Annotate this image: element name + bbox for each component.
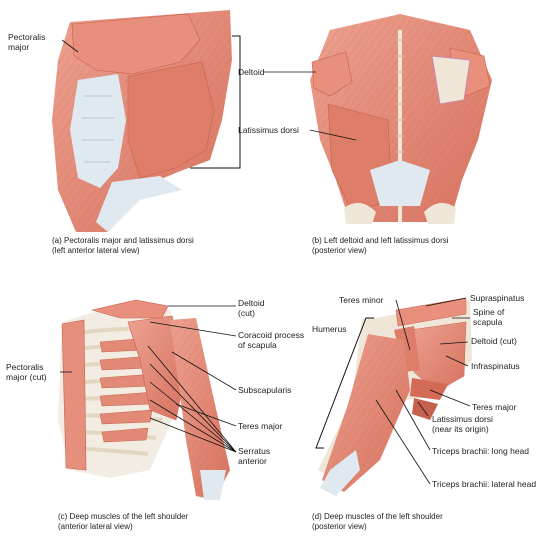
label-pectoralis-major-cut: Pectoralis major (cut) [6, 362, 47, 382]
label-deltoid-cut-d: Deltoid (cut) [471, 336, 517, 346]
bracket-d [315, 317, 374, 449]
pelvis-b [344, 202, 456, 224]
rectus-pattern [82, 95, 114, 163]
label-deltoid-cut: Deltoid (cut) [238, 298, 265, 318]
subscapularis-c [127, 315, 187, 421]
label-latissimus-dorsi: Latissimus dorsi [238, 125, 299, 135]
panel-b-illustration [264, 14, 492, 224]
label-infraspinatus: Infraspinatus [471, 361, 520, 371]
label-subscapularis: Subscapularis [238, 385, 292, 395]
label-humerus: Humerus [312, 324, 347, 334]
iliac-fascia [96, 176, 182, 232]
label-teres-minor: Teres minor [339, 295, 384, 305]
pectoralis-major-a [71, 13, 201, 75]
label-deltoid: Deltoid [238, 67, 265, 77]
label-teres-major-d: Teres major [472, 402, 517, 412]
label-spine-of-scapula: Spine of scapula [473, 307, 505, 327]
deltoid-b [311, 51, 353, 97]
caption-panel-c: (c) Deep muscles of the left shoulder (a… [58, 512, 189, 531]
abdominal-aponeurosis [70, 74, 126, 188]
caption-panel-d: (d) Deep muscles of the left shoulder (p… [312, 512, 443, 531]
panel-c-illustration [58, 299, 237, 500]
deltoid-cut-c [91, 299, 169, 319]
thoracolumbar-fascia [370, 160, 430, 206]
leaders-c [60, 305, 237, 453]
label-latissimus-dorsi-d: Latissimus dorsi (near its origin) [432, 414, 493, 434]
arm-tendon-c [200, 470, 226, 500]
teres-minor-d [394, 326, 420, 372]
panel-d-illustration [315, 297, 472, 496]
label-triceps-long-head: Triceps brachii: long head [432, 446, 530, 456]
supraspinatus-d [395, 297, 467, 327]
caption-panel-b: (b) Left deltoid and left latissimus dor… [312, 236, 449, 255]
label-teres-major-c: Teres major [238, 421, 283, 431]
label-triceps-lateral-head: Triceps brachii: lateral head [432, 479, 537, 489]
leaders-d [375, 297, 471, 485]
pectoralis-major-cut-c [61, 319, 87, 471]
latissimus-a [127, 61, 215, 179]
label-supraspinatus: Supraspinatus [470, 293, 525, 303]
label-coracoid-process: Coracoid process of scapula [238, 330, 305, 350]
caption-panel-a: (a) Pectoralis major and latissimus dors… [52, 236, 194, 255]
bracket-a [190, 35, 241, 169]
scapula-b [431, 55, 471, 105]
teres-major-d [410, 378, 448, 400]
latissimus-d [412, 398, 438, 420]
leader-pectoralis-a [61, 39, 79, 53]
panel-a-illustration [52, 10, 241, 232]
leader-latissimus-b [309, 129, 357, 141]
triceps-d-fibers [322, 334, 410, 492]
label-serratus-anterior: Serratus anterior [238, 446, 271, 466]
triceps-tendon-d [320, 450, 360, 496]
label-pectoralis-major: Pectoralis major [8, 32, 46, 52]
